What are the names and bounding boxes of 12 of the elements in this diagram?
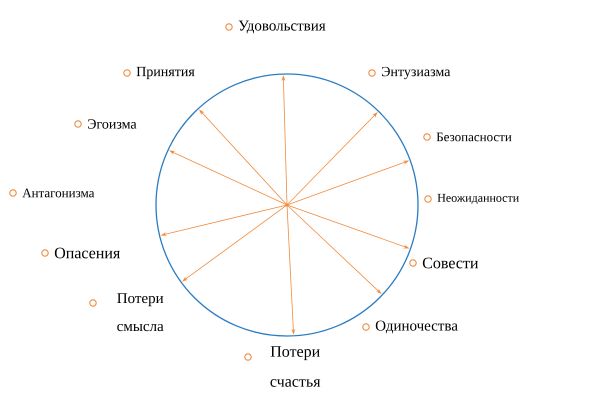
label: Совести <box>422 258 478 268</box>
label: Удовольствия <box>238 20 326 34</box>
label: Принятия <box>136 66 195 80</box>
label: Антагонизма <box>22 188 94 198</box>
label: Неожиданности <box>438 194 519 204</box>
label: Потери счастья <box>270 346 320 387</box>
label: Энтузиазма <box>382 66 450 80</box>
label: Эгоизма <box>88 119 136 129</box>
label: Одиночества <box>376 320 458 334</box>
label: Опасения <box>54 248 120 258</box>
label: Потери смысла <box>117 293 164 332</box>
label: Безопасности <box>436 132 512 142</box>
